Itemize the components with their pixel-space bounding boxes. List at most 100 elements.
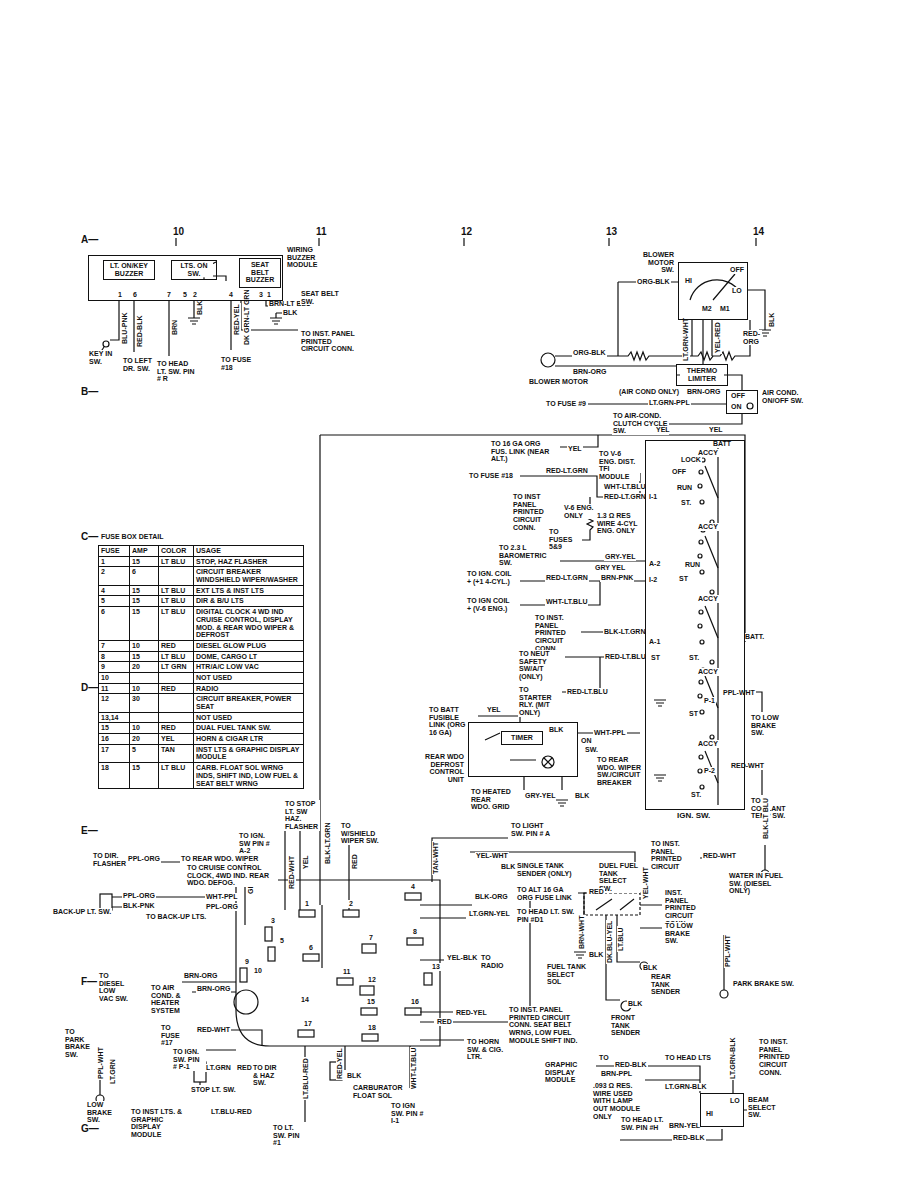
table-cell: LT BLU <box>159 651 194 662</box>
callout-label: TO BACK-UP LTS. <box>145 913 207 921</box>
terminal-label: ON <box>730 403 743 411</box>
table-cell: CIRCUIT BREAKER, POWER SEAT <box>194 694 304 712</box>
callout-label: TO HEAD LTS <box>664 1054 712 1062</box>
component-box: LT. ON/KEY BUZZER <box>103 260 155 280</box>
callout-label: TO NEUT SAFETY SW/A/T (ONLY) <box>518 650 565 681</box>
lamp-cross <box>544 758 552 766</box>
fuse-table: FUSEAMPCOLORUSAGE115LT BLUSTOP, HAZ FLAS… <box>98 545 304 789</box>
callout-label: TO INST. PANEL PRINTED CIRCUIT <box>650 840 694 871</box>
callout-label: ST. <box>680 499 692 507</box>
callout-label: PARK BRAKE SW. <box>732 980 795 988</box>
callout-label: TO REAR WDO. WIPER SW./CIRCUIT BREAKER <box>596 756 644 787</box>
callout-label: BATT. <box>744 633 765 641</box>
table-cell: CARB. FLOAT SOL WRNG INDS, SHIFT IND, LO… <box>194 763 304 789</box>
callout-label: BRN-ORG <box>196 985 231 993</box>
table-cell: DIESEL GLOW PLUG <box>194 640 304 651</box>
table-cell-text: 15 <box>132 558 140 565</box>
component-box: SEAT BELT BUZZER <box>239 258 281 288</box>
table-cell: 10 <box>130 683 159 694</box>
table-cell <box>130 672 159 683</box>
callout-label: TO HEATED REAR WDO. GRID <box>470 788 512 811</box>
table-row: 1620YELHORN & CIGAR LTR <box>99 734 304 745</box>
table-cell-text: DIR & B/U LTS <box>196 597 244 604</box>
table-cell: 15 <box>130 651 159 662</box>
callout-label: TO IGN. COIL + (+1 4-CYL.) <box>466 570 516 585</box>
table-cell-text: DOME, CARGO LT <box>196 653 257 660</box>
callout-label: .093 Ω RES. WIRE USED WITH LAMP OUT MODU… <box>592 1082 642 1120</box>
table-cell-text: USAGE <box>196 547 221 554</box>
callout-label: YEL <box>486 706 502 714</box>
main-feed <box>320 435 745 905</box>
callout-label: TO LIGHT SW. PIN # A <box>510 822 552 837</box>
table-cell-text: 16 <box>101 735 109 742</box>
fuse <box>299 910 315 917</box>
table-row: 415LT BLUEXT LTS & INST LTS <box>99 585 304 596</box>
left-wires <box>100 862 464 1122</box>
wire-color-label: BRN <box>171 319 179 336</box>
callout-label: ACCY <box>697 668 719 676</box>
table-cell: 1 <box>99 556 130 567</box>
table-cell-text: 7 <box>101 642 105 649</box>
table-row: 615LT BLUDIGITAL CLOCK 4 WD IND CRUISE C… <box>99 607 304 641</box>
callout-label: BLK <box>548 726 564 734</box>
terminal-label: LO <box>729 1097 741 1105</box>
callout-label: LT.GRN-PPL <box>648 399 691 407</box>
table-cell: 5 <box>130 744 159 762</box>
callout-label: RED-WHT <box>730 762 765 770</box>
table-cell-text: RED <box>161 724 176 731</box>
callout-label: YEL <box>708 426 724 434</box>
table-cell: RADIO <box>194 683 304 694</box>
table-cell: 5 <box>99 596 130 607</box>
fuse <box>298 1030 314 1037</box>
terminal-label: M1 <box>719 305 731 313</box>
callout-label: TO STARTER RLY. (M/T ONLY) <box>518 686 562 717</box>
fuse <box>405 1008 421 1015</box>
table-row: 1815LT BLUCARB. FLOAT SOL WRNG INDS, SHI… <box>99 763 304 789</box>
callout-label: TO INST LTS. & GRAPHIC DISPLAY MODULE <box>130 1108 187 1139</box>
callout-label: ST. <box>688 654 700 662</box>
callout-label: GRY-YEL <box>604 553 636 561</box>
table-cell-text: 10 <box>101 674 109 681</box>
callout-label: YEL <box>567 445 583 453</box>
callout-label: GRY-YEL <box>524 792 556 800</box>
wire-color-label: BLK <box>196 300 204 316</box>
callout-label: TO LT. SW. PIN #1 <box>272 1124 308 1147</box>
callout-label: WATER IN FUEL SW. (DIESEL ONLY) <box>728 872 785 895</box>
callout-label: KEY IN SW. <box>88 350 118 365</box>
table-cell-text: 6 <box>132 568 136 575</box>
callout-label: 1.3 Ω RES WIRE 4-CYL ENG. ONLY <box>596 512 643 535</box>
callout-label: TO INST. PANEL PRINTED CIRCUIT CONN. SEA… <box>508 1006 585 1044</box>
callout-label: TO FUSES 5&9 <box>548 528 580 551</box>
table-cell-text: DIESEL GLOW PLUG <box>196 642 266 649</box>
table-cell: 15 <box>130 763 159 789</box>
wire-color-label: BLU-PNK <box>121 312 129 346</box>
callout-label: ORG-BLK <box>636 278 671 286</box>
table-cell-text: CARB. FLOAT SOL WRNG INDS, SHIFT IND, LO… <box>196 764 298 786</box>
component-name: AIR COND. ON/OFF SW. <box>761 389 807 404</box>
callout-label: TO DIR & HAZ SW. <box>252 1064 280 1087</box>
callout-label: I-2 <box>648 576 658 584</box>
callout-label: SW. <box>584 746 599 754</box>
blower-wires <box>555 282 765 366</box>
wire-color-label: RED-BLK <box>136 315 144 349</box>
wire-color-label: RED-YEL <box>233 303 241 336</box>
ground-symbol <box>654 700 666 706</box>
table-cell-text: 13,14 <box>101 714 119 721</box>
table-cell-text: 15 <box>132 764 140 771</box>
callout-label: 10 <box>253 967 263 975</box>
table-cell-text: 15 <box>101 724 109 731</box>
table-cell: 12 <box>99 694 130 712</box>
component-name: TIMER <box>510 734 534 742</box>
wire-color-label: LT.BLU <box>617 926 625 952</box>
table-cell-text: 1 <box>101 558 105 565</box>
wires <box>92 238 771 1140</box>
callout-label: TO FUSE #17 <box>160 1024 190 1047</box>
wire-color-label: BLK-LT.GRN <box>324 822 332 865</box>
callout-label: ACCY <box>697 449 719 457</box>
callout-label: LT.BLU-RED <box>210 1108 253 1116</box>
table-cell-text: 10 <box>132 724 140 731</box>
callout-label: ST <box>678 575 689 583</box>
table-cell-text: DIGITAL CLOCK 4 WD IND CRUISE CONTROL, D… <box>196 608 294 638</box>
table-cell-text: 6 <box>101 608 105 615</box>
fuse <box>407 938 423 945</box>
